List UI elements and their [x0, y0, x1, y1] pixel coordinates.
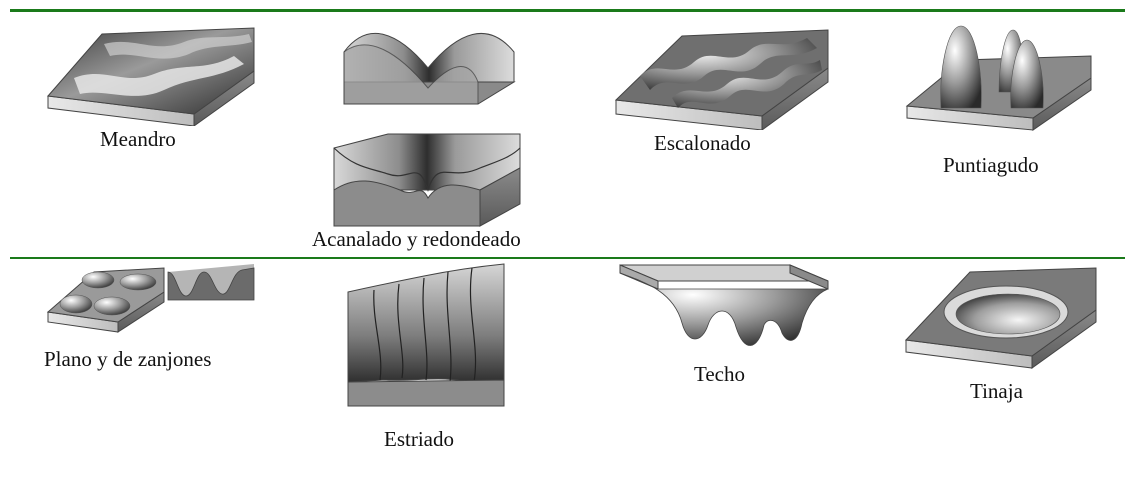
- plano-zanjones-figure: [46, 264, 255, 333]
- estriado-figure: [347, 263, 505, 407]
- acanalado-figure-lower: [333, 133, 521, 227]
- label-meandro: Meandro: [100, 127, 176, 151]
- middle-divider: [10, 257, 1125, 259]
- label-plano: Plano y de zanjones: [44, 347, 212, 371]
- label-tinaja: Tinaja: [970, 379, 1023, 403]
- label-acanalado: Acanalado y redondeado: [312, 227, 521, 251]
- label-puntiagudo: Puntiagudo: [943, 153, 1039, 177]
- puntiagudo-figure: [905, 25, 1092, 131]
- label-techo: Techo: [694, 362, 746, 386]
- top-divider: [10, 9, 1125, 12]
- techo-figure: [619, 264, 829, 346]
- escalonado-figure: [614, 29, 829, 130]
- meandro-figure: [47, 27, 255, 126]
- tinaja-figure: [904, 267, 1097, 369]
- label-escalonado: Escalonado: [654, 131, 751, 155]
- label-estriado: Estriado: [384, 427, 454, 451]
- acanalado-figure-upper: [343, 33, 516, 105]
